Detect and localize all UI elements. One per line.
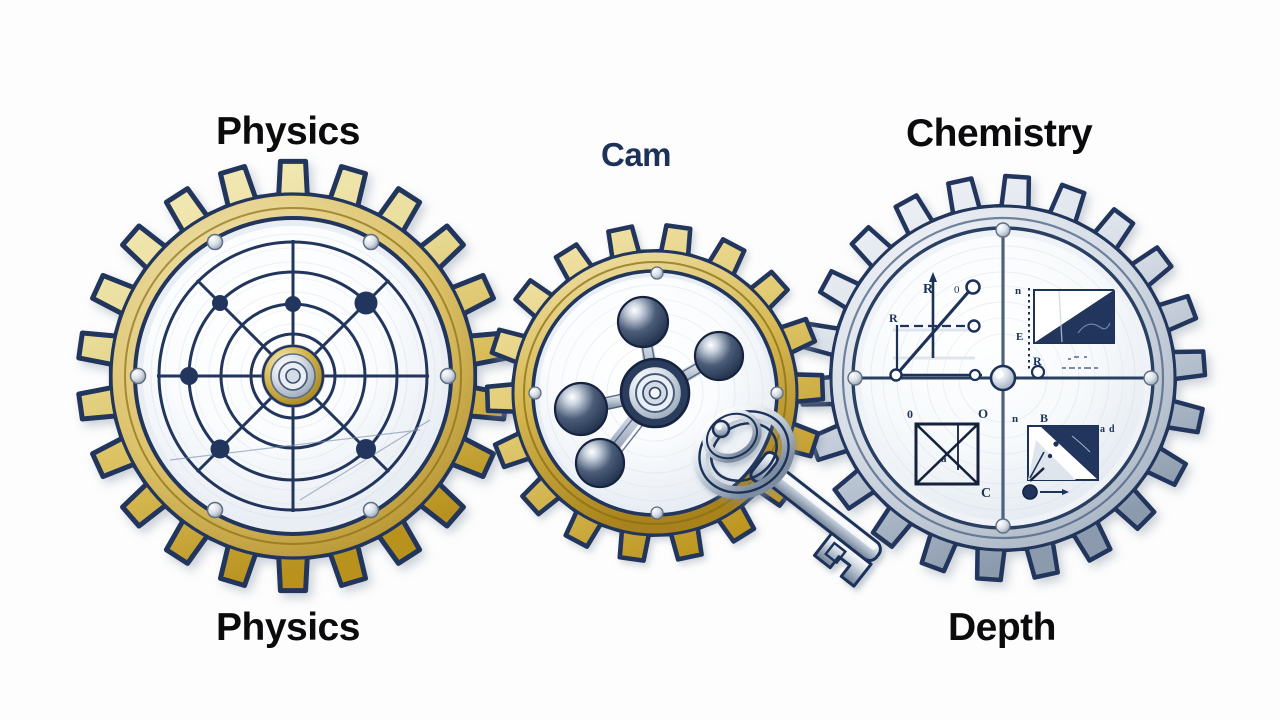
chart-panel-bottom-right: n B a d bbox=[1012, 411, 1115, 500]
svg-text:E: E bbox=[1016, 331, 1023, 343]
svg-text:0: 0 bbox=[907, 407, 913, 421]
gear-right-hub bbox=[989, 364, 1017, 392]
gear-center-rivets bbox=[528, 266, 784, 520]
physics-faint-lines bbox=[169, 419, 431, 501]
gear-right-rivets bbox=[847, 222, 1159, 534]
svg-text:R: R bbox=[889, 311, 898, 325]
svg-text:B: B bbox=[1040, 411, 1048, 425]
svg-text:d: d bbox=[1109, 424, 1115, 435]
molecule-core-hub bbox=[619, 357, 691, 429]
gear-left-rim-line bbox=[124, 207, 462, 545]
physics-node-dots bbox=[180, 291, 378, 459]
svg-text:a: a bbox=[941, 453, 947, 465]
label-physics-bottom: Physics bbox=[216, 606, 360, 649]
gear-left-hub bbox=[261, 344, 325, 408]
svg-text:R: R bbox=[1033, 354, 1042, 368]
gear-right-depth[interactable]: R R 0 n E R bbox=[798, 173, 1208, 583]
label-cam-top: Cam bbox=[601, 136, 672, 173]
chart-panel-top-left: R R 0 bbox=[889, 272, 982, 382]
label-chemistry-top: Chemistry bbox=[906, 112, 1093, 155]
gear-center-rim-line bbox=[523, 261, 787, 525]
svg-text:a: a bbox=[1100, 424, 1105, 435]
molecule-atoms bbox=[553, 295, 745, 489]
label-depth-bottom: Depth bbox=[948, 606, 1057, 649]
label-physics-top: Physics bbox=[216, 110, 360, 153]
gear-left-physics[interactable] bbox=[76, 158, 510, 594]
gear-right-hub-highlight bbox=[995, 370, 1004, 379]
gear-center-cam[interactable] bbox=[484, 223, 826, 563]
gear-right-rim-inner-line bbox=[841, 216, 1165, 540]
svg-text:n: n bbox=[1012, 413, 1018, 425]
svg-text:n: n bbox=[1015, 285, 1021, 297]
key-bow bbox=[692, 404, 796, 500]
chart-panel-top-right: n E R bbox=[1015, 285, 1115, 380]
svg-text:C: C bbox=[981, 486, 991, 501]
svg-text:0: 0 bbox=[954, 284, 960, 296]
svg-text:O: O bbox=[978, 406, 988, 421]
key-overlay[interactable] bbox=[685, 396, 884, 588]
gear-left-rivets bbox=[129, 233, 457, 519]
svg-text:R: R bbox=[923, 282, 934, 297]
